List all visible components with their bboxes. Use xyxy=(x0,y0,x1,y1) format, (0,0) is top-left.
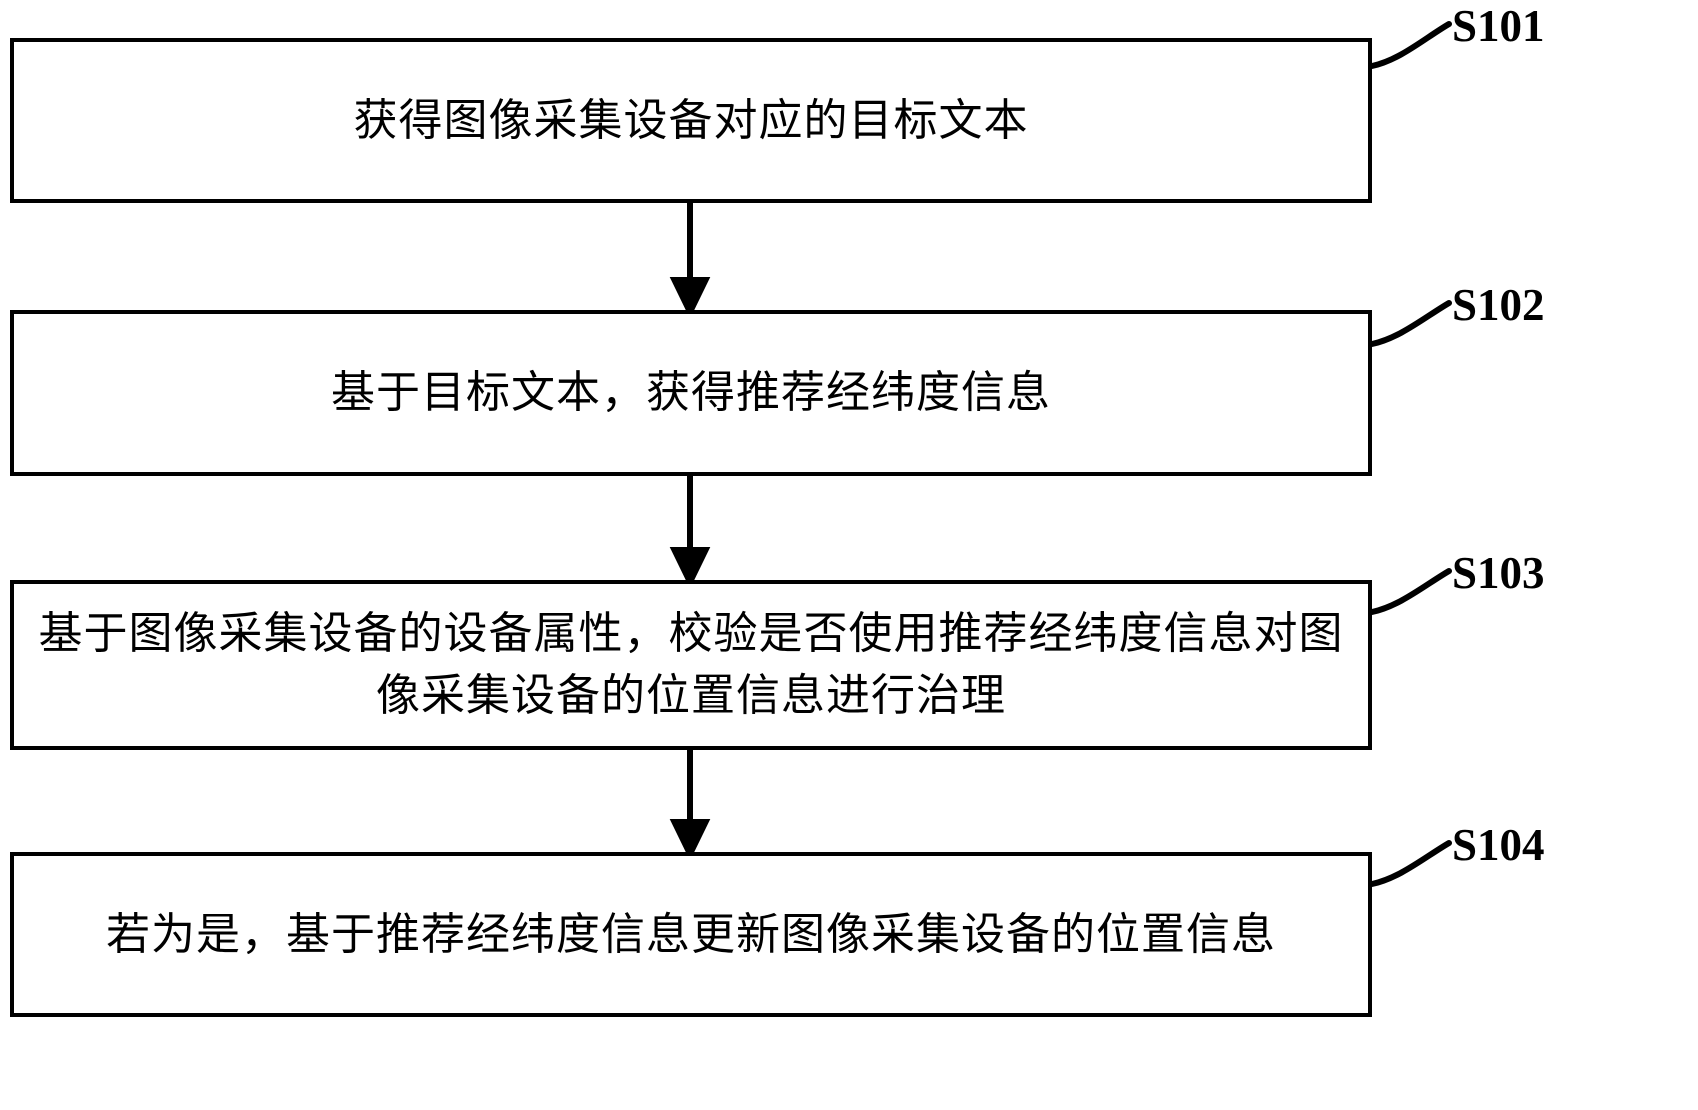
process-node-s101[interactable]: 获得图像采集设备对应的目标文本 xyxy=(10,38,1372,203)
leader-line-s101 xyxy=(1369,21,1452,69)
process-node-s104[interactable]: 若为是，基于推荐经纬度信息更新图像采集设备的位置信息 xyxy=(10,852,1372,1017)
leader-line-s104 xyxy=(1369,840,1452,887)
step-label-s102: S102 xyxy=(1452,280,1545,330)
step-label-s104: S104 xyxy=(1452,820,1545,870)
process-node-s103[interactable]: 基于图像采集设备的设备属性，校验是否使用推荐经纬度信息对图 像采集设备的位置信息… xyxy=(10,580,1372,750)
process-node-s103-text: 基于图像采集设备的设备属性，校验是否使用推荐经纬度信息对图 像采集设备的位置信息… xyxy=(38,609,1344,720)
process-node-s101-text: 获得图像采集设备对应的目标文本 xyxy=(353,95,1029,145)
process-node-s104-text: 若为是，基于推荐经纬度信息更新图像采集设备的位置信息 xyxy=(106,909,1276,959)
process-node-s102[interactable]: 基于目标文本，获得推荐经纬度信息 xyxy=(10,310,1372,476)
process-node-s102-text: 基于目标文本，获得推荐经纬度信息 xyxy=(331,368,1051,417)
leader-line-s102 xyxy=(1369,300,1452,347)
step-label-s101: S101 xyxy=(1452,1,1545,51)
step-label-s103: S103 xyxy=(1452,548,1545,598)
leader-line-s103 xyxy=(1369,568,1452,615)
